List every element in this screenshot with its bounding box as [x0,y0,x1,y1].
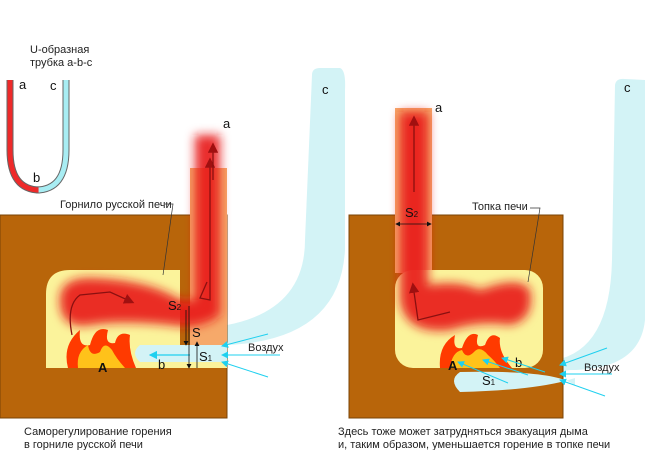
right-label-a: a [435,100,443,115]
u-tube-title-1: U-образная [30,44,89,56]
left-oven: a c A b S2 S S1 Воздух Горнило русской п… [0,68,346,450]
left-label-a: a [223,116,231,131]
left-label-A: A [98,360,108,375]
right-label-b: b [515,355,522,370]
left-fire [66,329,136,368]
left-air-column-c [227,68,346,345]
right-caption-2: и, таким образом, уменьшается горение в … [338,439,610,450]
left-label-s1: S1 [199,349,213,364]
left-label-c: c [322,82,329,97]
right-caption-1: Здесь тоже может затрудняться эвакуация … [338,426,589,438]
right-label-c: c [624,80,631,95]
left-air-label: Воздух [248,342,284,354]
right-label-s2: S2 [405,205,419,220]
u-tube-c: c [50,78,57,93]
right-air-label: Воздух [584,362,620,374]
left-label-s: S [192,325,201,340]
u-tube-a: a [19,77,27,92]
u-tube-title-2: трубка a-b-c [30,57,93,69]
right-chamber-label: Топка печи [472,201,528,213]
right-oven: S2 a c A b S1 Воздух Топка печи Здесь то… [338,78,645,450]
left-caption-1: Саморегулирование горения [24,426,172,438]
left-chamber-label: Горнило русской печи [60,199,172,211]
u-tube-b: b [33,170,40,185]
left-caption-2: в горниле русской печи [24,439,143,450]
left-smoke [60,135,220,327]
left-label-s2: S2 [168,298,182,313]
right-label-s1: S1 [482,373,496,388]
right-air-column-c [555,78,645,372]
right-label-A: A [448,358,458,373]
u-tube: U-образная трубка a-b-c a c b [6,44,93,194]
left-label-b: b [158,357,165,372]
right-smoke [400,112,531,331]
